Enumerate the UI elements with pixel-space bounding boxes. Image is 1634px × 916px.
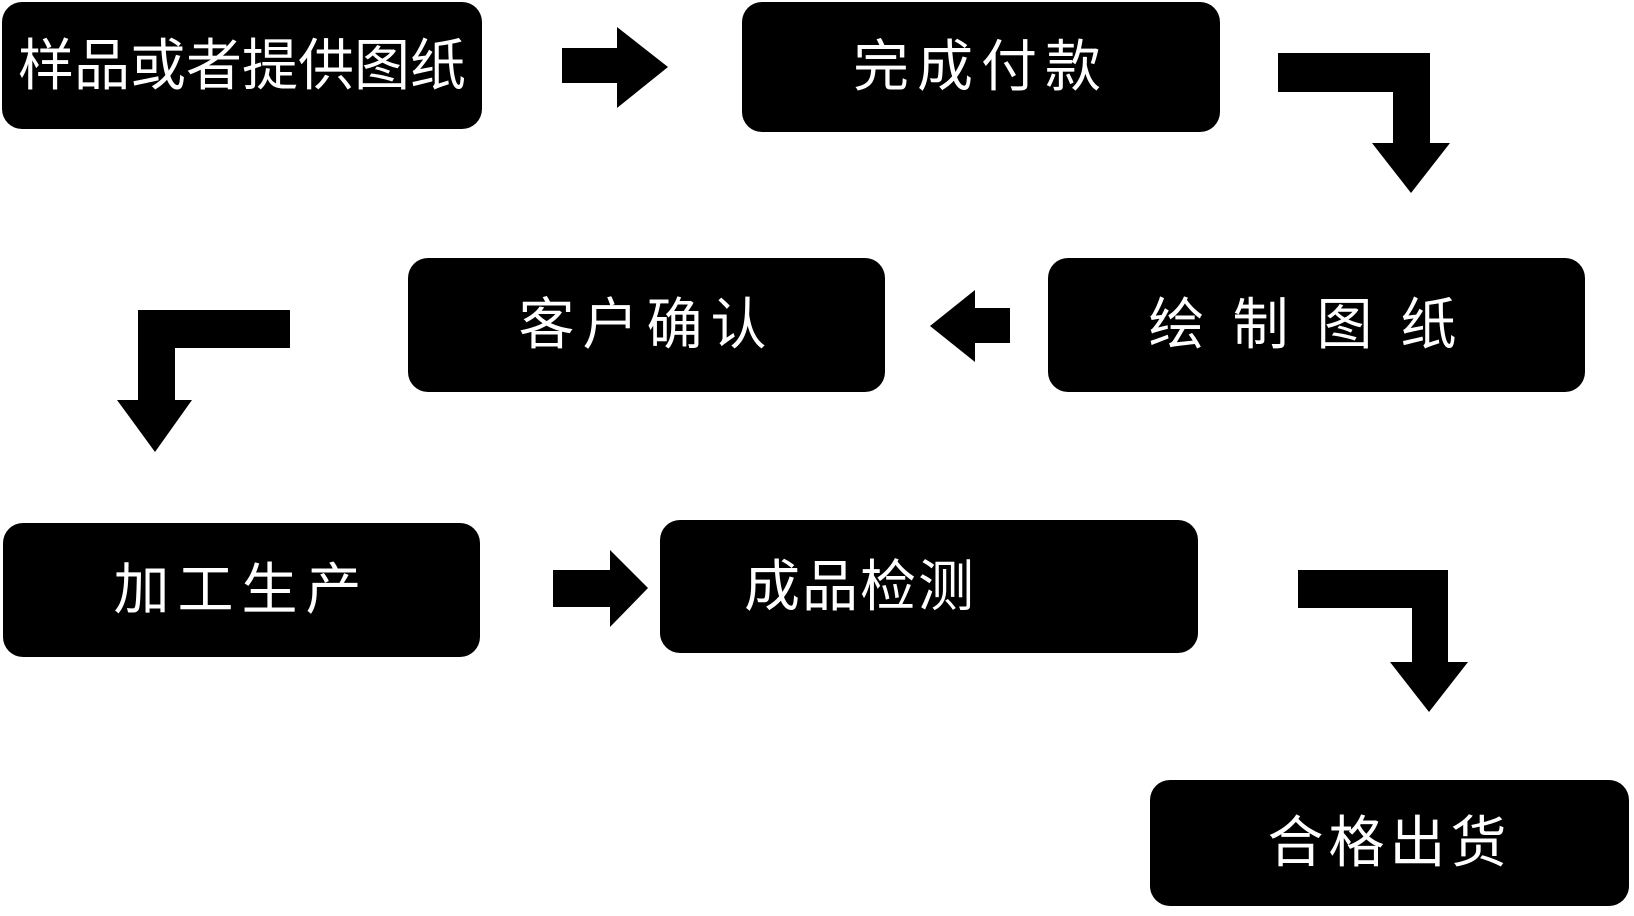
node-processing-production: 加工生产 — [3, 523, 480, 657]
node-label: 成品检测 — [744, 554, 976, 618]
arrow-right-icon — [562, 27, 668, 108]
arrow-left-down-icon — [117, 310, 290, 452]
arrow-right-down-icon — [1298, 570, 1468, 712]
node-finished-product-inspection: 成品检测 — [660, 520, 1198, 653]
arrow-left-icon — [930, 290, 1010, 362]
node-qualified-shipment: 合格出货 — [1150, 780, 1629, 906]
node-label: 合格出货 — [1267, 811, 1512, 874]
node-customer-confirmation: 客户确认 — [408, 258, 885, 392]
node-label: 加工生产 — [113, 558, 370, 621]
node-label: 客户确认 — [518, 293, 775, 356]
node-label: 绘制图纸 — [1148, 293, 1485, 356]
arrow-right-down-icon — [1278, 53, 1450, 193]
node-sample-or-provide-drawings: 样品或者提供图纸 — [2, 2, 482, 129]
node-complete-payment: 完成付款 — [742, 2, 1220, 132]
node-label: 样品或者提供图纸 — [18, 33, 466, 97]
node-draw-drawings: 绘制图纸 — [1048, 258, 1585, 392]
node-label: 完成付款 — [853, 35, 1109, 98]
arrow-right-icon — [553, 550, 648, 627]
